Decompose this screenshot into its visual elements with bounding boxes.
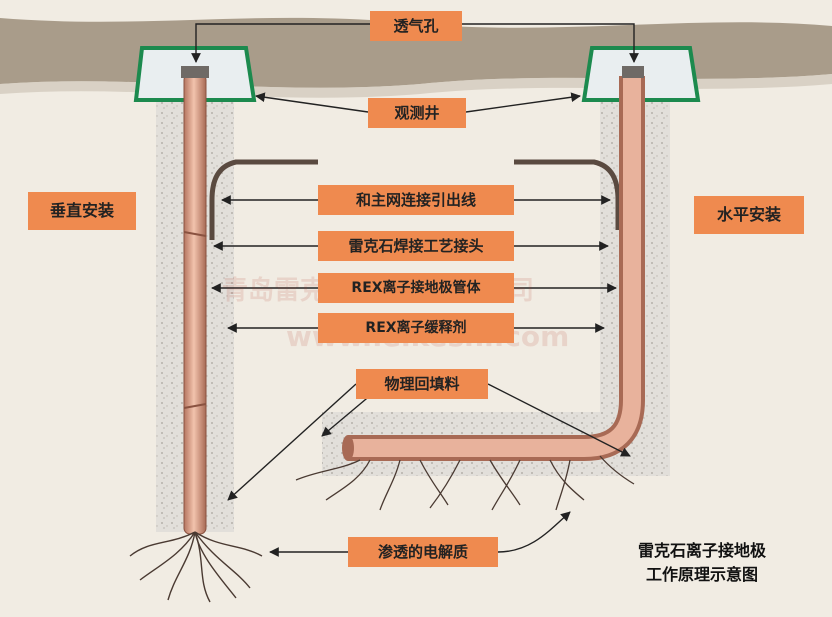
horizontal-electrolyte-roots: [295, 455, 635, 511]
caption-line-1: 雷克石离子接地极: [637, 541, 766, 560]
label-weld-joint: 雷克石焊接工艺接头: [318, 231, 514, 261]
label-inspection-well: 观测井: [368, 98, 466, 128]
label-horizontal-install: 水平安装: [694, 196, 804, 234]
horizontal-grounding-pipe: [348, 76, 641, 457]
vertical-lead-wire: [209, 159, 318, 240]
label-backfill: 物理回填料: [356, 369, 488, 399]
label-vent-hole: 透气孔: [370, 11, 462, 41]
label-rex-release-agent: REX离子缓释剂: [318, 313, 514, 343]
label-vertical-install: 垂直安装: [28, 192, 136, 230]
vertical-grounding-pipe: [183, 73, 207, 535]
caption-line-2: 工作原理示意图: [645, 565, 758, 584]
callout-arrows: [191, 23, 639, 557]
vertical-pipe-cap: [181, 66, 209, 78]
label-lead-wire: 和主网连接引出线: [318, 185, 514, 215]
horizontal-lead-wire: [514, 159, 621, 230]
label-rex-rod: REX离子接地极管体: [318, 273, 514, 303]
vertical-pipe-joints: [183, 231, 207, 409]
horizontal-pipe-end: [342, 435, 354, 461]
vertical-electrolyte-roots: [129, 531, 263, 603]
horizontal-pipe-cap: [622, 66, 644, 78]
label-electrolyte: 渗透的电解质: [348, 537, 498, 567]
